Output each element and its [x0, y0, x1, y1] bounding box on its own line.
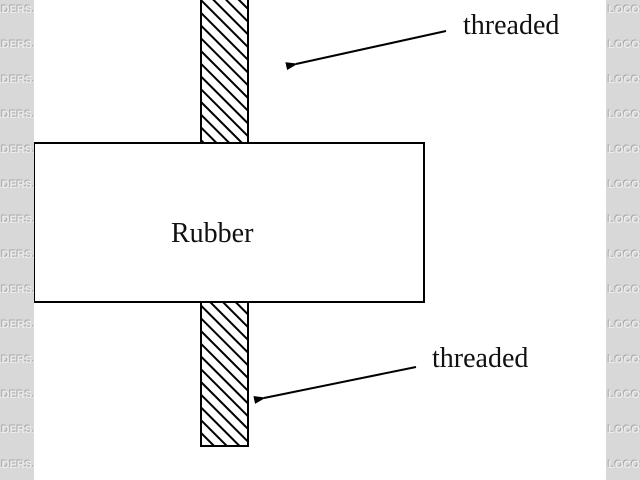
watermark-text: LOCOSTBUILDERS.CO.UK [0, 389, 34, 401]
watermark-text: LOCOSTBUILDERS.CO.UK [0, 459, 34, 471]
watermark-text: LOCOSTBUILDERS.CO.UK [0, 319, 34, 331]
watermark-text: LOCOSTBUILDERS.CO.UK [0, 424, 34, 436]
watermark-text: LOCOSTBUILDERS.CO.UK [0, 74, 34, 86]
top-threaded-rod [200, 0, 249, 145]
watermark-text: LOCOSTBUILDERS.CO.UK [608, 389, 640, 401]
top-arrow [285, 30, 447, 71]
watermark-text: LOCOSTBUILDERS.CO.UK [608, 354, 640, 366]
top-threaded-label: threaded [463, 10, 560, 41]
watermark-text: LOCOSTBUILDERS.CO.UK [608, 109, 640, 121]
watermark-text: LOCOSTBUILDERS.CO.UK [608, 74, 640, 86]
watermark-text: LOCOSTBUILDERS.CO.UK [608, 459, 640, 471]
watermark-text: LOCOSTBUILDERS.CO.UK [608, 179, 640, 191]
bottom-threaded-label: threaded [432, 343, 529, 374]
watermark-text: LOCOSTBUILDERS.CO.UK [0, 144, 34, 156]
watermark-text: LOCOSTBUILDERS.CO.UK [608, 319, 640, 331]
watermark-text: LOCOSTBUILDERS.CO.UK [608, 4, 640, 16]
watermark-strip-left: LOCOSTBUILDERS.CO.UK LOCOSTBUILDERS.CO.UK… [0, 0, 34, 480]
watermark-text: LOCOSTBUILDERS.CO.UK [608, 284, 640, 296]
watermark-text: LOCOSTBUILDERS.CO.UK [608, 214, 640, 226]
watermark-text: LOCOSTBUILDERS.CO.UK [608, 424, 640, 436]
watermark-strip-right: LOCOSTBUILDERS.CO.UK LOCOSTBUILDERS.CO.UK… [606, 0, 640, 480]
rubber-label: Rubber [171, 218, 254, 249]
bottom-arrow [253, 366, 417, 404]
watermark-text: LOCOSTBUILDERS.CO.UK [608, 144, 640, 156]
bottom-threaded-rod [200, 301, 249, 447]
watermark-text: LOCOSTBUILDERS.CO.UK [608, 249, 640, 261]
watermark-text: LOCOSTBUILDERS.CO.UK [0, 109, 34, 121]
watermark-text: LOCOSTBUILDERS.CO.UK [0, 249, 34, 261]
watermark-text: LOCOSTBUILDERS.CO.UK [0, 214, 34, 226]
watermark-text: LOCOSTBUILDERS.CO.UK [608, 39, 640, 51]
watermark-text: LOCOSTBUILDERS.CO.UK [0, 179, 34, 191]
watermark-text: LOCOSTBUILDERS.CO.UK [0, 284, 34, 296]
diagram-svg [34, 0, 447, 447]
watermark-text: LOCOSTBUILDERS.CO.UK [0, 354, 34, 366]
watermark-text: LOCOSTBUILDERS.CO.UK [0, 4, 34, 16]
watermark-text: LOCOSTBUILDERS.CO.UK [0, 39, 34, 51]
diagram-canvas: Rubber threaded threaded [34, 0, 606, 480]
rubber-block [34, 142, 425, 303]
